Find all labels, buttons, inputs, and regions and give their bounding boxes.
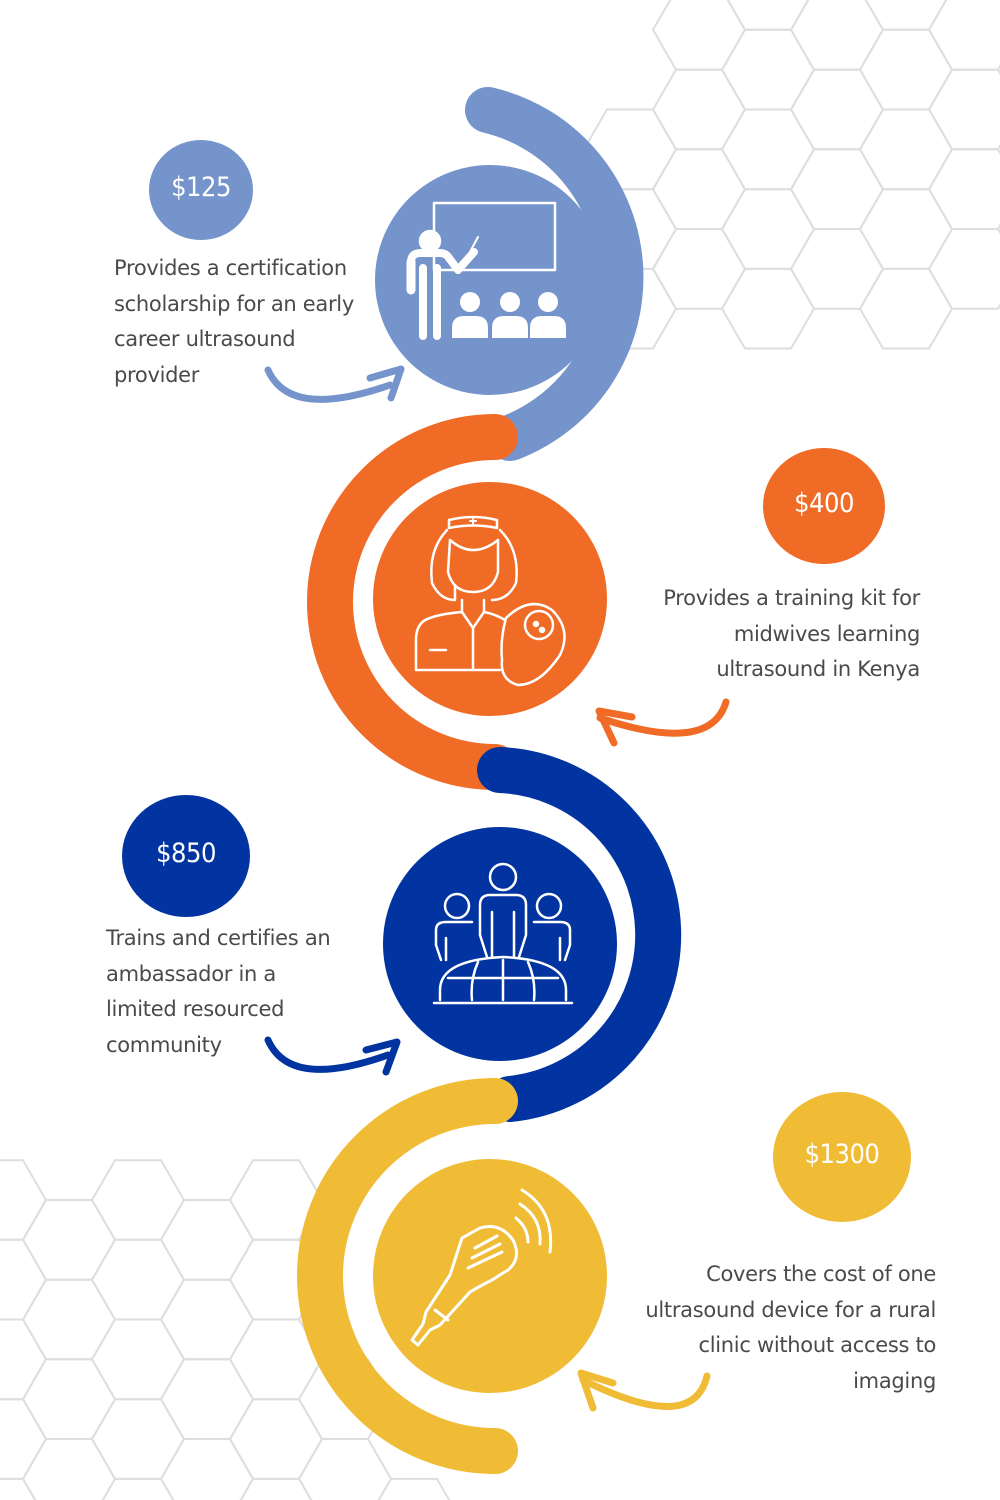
hexagon-outline [90,1318,186,1401]
hexagon-outline [21,1199,117,1281]
teacher-classroom-icon [406,201,566,340]
description-line: ultrasound device for a rural [645,1297,936,1322]
description-line: imaging [853,1368,936,1393]
description-line: limited resourced [106,997,285,1021]
hexagon-outline [159,1278,255,1361]
price-blob-1300 [773,1092,911,1222]
hexagon-outline [789,0,885,71]
hexagon-outline [0,1398,48,1480]
price-blob-850 [122,795,250,917]
hexagon-outline [789,228,885,310]
price-1300: $1300 [804,1139,880,1170]
description-line: Trains and certifies an [106,926,331,950]
description-125: Provides a certification scholarship for… [114,251,354,393]
global-community-icon [432,862,574,1005]
description-850: Trains and certifies an ambassador in a … [106,921,331,1063]
hexagon-outline [297,1438,393,1500]
hexagon-outline [101,1477,175,1500]
hexagon-outline [858,28,954,111]
description-line: ultrasound in Kenya [716,657,920,681]
price-400: $400 [794,488,854,519]
hexagon-outline [21,1278,117,1361]
tier-circle-400 [373,482,607,716]
arc-navy [477,747,682,1122]
hexagon-outline [858,108,954,191]
curved-arrow-icon-850 [264,1036,401,1076]
description-line: Provides a certification [114,256,347,280]
hexagon-outline [651,68,747,151]
tier-circle-850 [383,827,617,1061]
curved-arrow-icon-1300 [577,1369,711,1412]
hexagon-outline [239,1477,313,1500]
description-line: community [106,1032,222,1057]
hexagon-outline [858,188,954,270]
description-line: midwives learning [733,621,920,646]
hexagon-outline [720,28,816,111]
hexagon-outline [720,267,816,350]
hexagon-outline [159,1438,255,1500]
arc-yellow [297,1078,518,1474]
hexagon-outline [377,1477,451,1500]
description-line: Covers the cost of one [706,1262,936,1286]
hexagon-outline [858,267,954,350]
hexagon-outline [21,1358,117,1440]
hexagon-outline [0,1477,37,1500]
hexagon-outline [720,188,816,270]
description-line: provider [114,362,200,387]
description-line: ambassador in a [106,961,276,986]
curved-arrow-icon-400 [595,698,730,747]
hexagon-outline [21,1438,117,1500]
description-line: career ultrasound [114,327,296,351]
arc-blue [465,87,644,461]
curved-arrow-icon-125 [264,365,405,403]
hexagon-outline [0,1238,48,1321]
price-850: $850 [156,838,216,869]
description-1300: Covers the cost of one ultrasound device… [645,1257,936,1399]
arc-orange [307,414,518,790]
hexagon-outline [651,148,747,230]
hexagon-outline [651,228,747,310]
hexagon-outline [927,0,1000,71]
hexagon-outline [720,108,816,191]
hexagon-outline [927,68,1000,151]
hexagon-outline [0,1159,48,1241]
description-line: clinic without access to [698,1333,936,1357]
hexagon-outline [90,1398,186,1480]
description-line: Provides a training kit for [663,586,920,610]
hexagon-outline [789,148,885,230]
hexagon-outline [159,1199,255,1281]
price-blob-400 [763,448,885,564]
price-blob-125 [149,140,253,240]
hexagon-outline [228,1398,324,1480]
hexagon-outline [927,148,1000,230]
ultrasound-probe-icon [410,1188,553,1347]
hexagon-outline [651,0,747,71]
hexagon-outline [159,1358,255,1440]
description-400: Provides a training kit for midwives lea… [663,581,920,688]
hexagon-outline [927,228,1000,310]
price-125: $125 [171,172,231,203]
hexagon-outline [0,1318,48,1401]
nurse-with-baby-icon [414,515,566,687]
hexagon-outline [789,68,885,151]
tier-circle-1300 [373,1159,607,1393]
hexagon-outline [90,1238,186,1321]
hexagon-outline [90,1159,186,1241]
description-line: scholarship for an early [114,291,354,316]
